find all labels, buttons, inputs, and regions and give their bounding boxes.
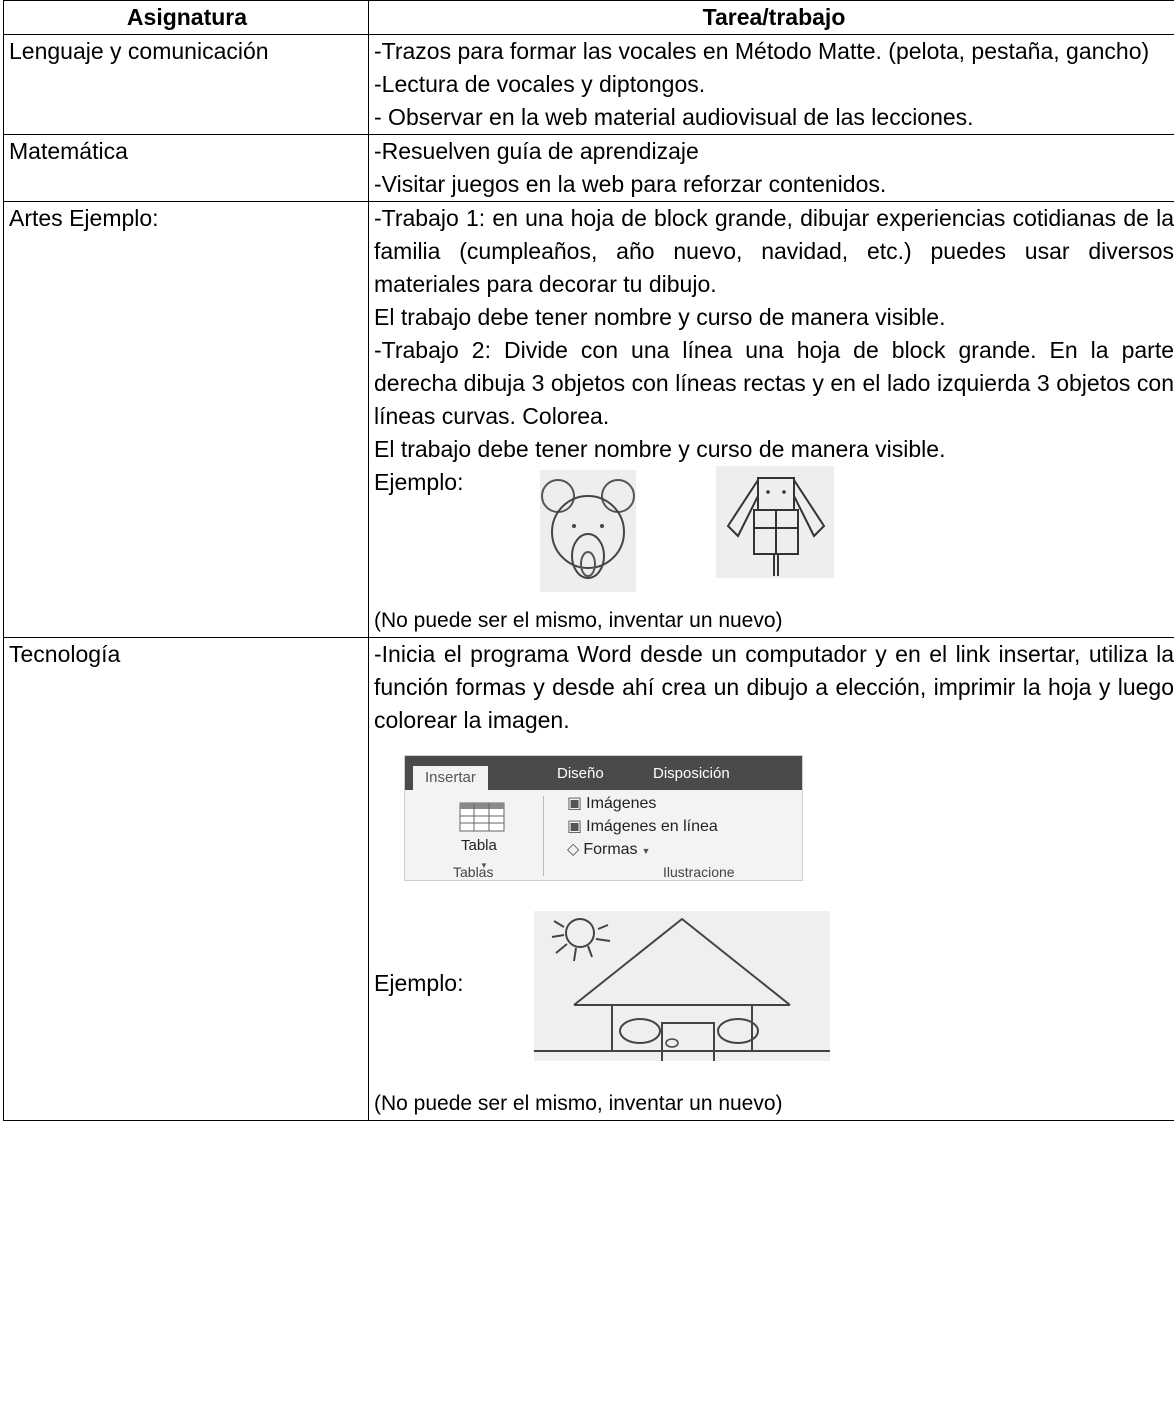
task-cell: -Resuelven guía de aprendizaje -Visitar … bbox=[368, 134, 1174, 202]
table-row: Lenguaje y comunicación -Trazos para for… bbox=[3, 34, 1174, 135]
robot-drawing-image bbox=[716, 466, 834, 578]
mouse-drawing-image bbox=[540, 470, 636, 592]
caret-down-icon: ▼ bbox=[480, 861, 488, 870]
tasks-table: Asignatura Tarea/trabajo Lenguaje y comu… bbox=[3, 0, 1174, 1121]
image-icon: ▣ bbox=[567, 795, 583, 812]
word-ribbon-screenshot: Insertar Diseño Disposición Tabla ▼ Tabl… bbox=[404, 755, 803, 881]
task-line: -Trabajo 2: Divide con una línea una hoj… bbox=[374, 337, 1174, 429]
note: (No puede ser el mismo, inventar un nuev… bbox=[374, 609, 783, 632]
task-line: - Observar en la web material audiovisua… bbox=[374, 104, 974, 130]
shapes-icon: ◇ bbox=[567, 841, 580, 858]
ribbon-item-imagenes: ▣Imágenes bbox=[567, 794, 656, 814]
task-cell: -Trazos para formar las vocales en Métod… bbox=[368, 34, 1174, 135]
ribbon-item-label: Imágenes bbox=[586, 795, 657, 812]
example-label: Ejemplo: bbox=[374, 469, 464, 495]
task-line: -Lectura de vocales y diptongos. bbox=[374, 71, 706, 97]
tab-diseno: Diseño bbox=[557, 765, 604, 782]
task-line: -Resuelven guía de aprendizaje bbox=[374, 138, 699, 164]
tab-insertar: Insertar bbox=[413, 766, 488, 796]
header-row: Asignatura Tarea/trabajo bbox=[3, 0, 1174, 35]
ribbon-tabbar: Insertar Diseño Disposición bbox=[405, 756, 802, 796]
table-grid-icon bbox=[459, 802, 505, 832]
group-ilustraciones: Ilustracione bbox=[663, 864, 735, 880]
example-label: Ejemplo: bbox=[374, 970, 464, 996]
table-row: Matemática -Resuelven guía de aprendizaj… bbox=[3, 134, 1174, 202]
ribbon-item-imagenes-en-linea: ▣Imágenes en línea bbox=[567, 817, 718, 837]
subject-cell: Artes Ejemplo: bbox=[3, 201, 369, 638]
subject-cell: Matemática bbox=[3, 134, 369, 202]
task-line: El trabajo debe tener nombre y curso de … bbox=[374, 304, 946, 330]
task-line: -Trazos para formar las vocales en Métod… bbox=[374, 38, 1150, 64]
table-row: Tecnología -Inicia el programa Word desd… bbox=[3, 637, 1174, 1121]
task-line: -Inicia el programa Word desde un comput… bbox=[374, 641, 1174, 733]
subject-cell: Lenguaje y comunicación bbox=[3, 34, 369, 135]
task-line: -Visitar juegos en la web para reforzar … bbox=[374, 171, 887, 197]
task-line: El trabajo debe tener nombre y curso de … bbox=[374, 436, 946, 462]
ribbon-item-label: Imágenes en línea bbox=[586, 818, 718, 835]
task-line: -Trabajo 1: en una hoja de block grande,… bbox=[374, 205, 1174, 297]
ribbon-separator bbox=[543, 796, 544, 876]
table-row: Artes Ejemplo: -Trabajo 1: en una hoja d… bbox=[3, 201, 1174, 638]
caret-down-icon: ▼ bbox=[641, 846, 651, 856]
task-cell: -Trabajo 1: en una hoja de block grande,… bbox=[368, 201, 1174, 638]
subject-cell: Tecnología bbox=[3, 637, 369, 1121]
ribbon-item-label: Formas bbox=[583, 841, 638, 858]
example-row: Ejemplo: bbox=[374, 911, 1174, 1063]
header-task: Tarea/trabajo bbox=[368, 0, 1174, 35]
header-subject: Asignatura bbox=[3, 0, 369, 35]
online-image-icon: ▣ bbox=[567, 818, 583, 835]
tab-disposicion: Disposición bbox=[653, 765, 730, 782]
table-button-label: Tabla bbox=[461, 837, 497, 854]
ribbon-item-formas: ◇Formas▼ bbox=[567, 840, 654, 861]
group-tablas: Tablas bbox=[453, 864, 494, 880]
task-cell: -Inicia el programa Word desde un comput… bbox=[368, 637, 1174, 1121]
example-row: Ejemplo: bbox=[374, 466, 1174, 592]
house-drawing-image bbox=[534, 911, 830, 1061]
note: (No puede ser el mismo, inventar un nuev… bbox=[374, 1092, 783, 1115]
